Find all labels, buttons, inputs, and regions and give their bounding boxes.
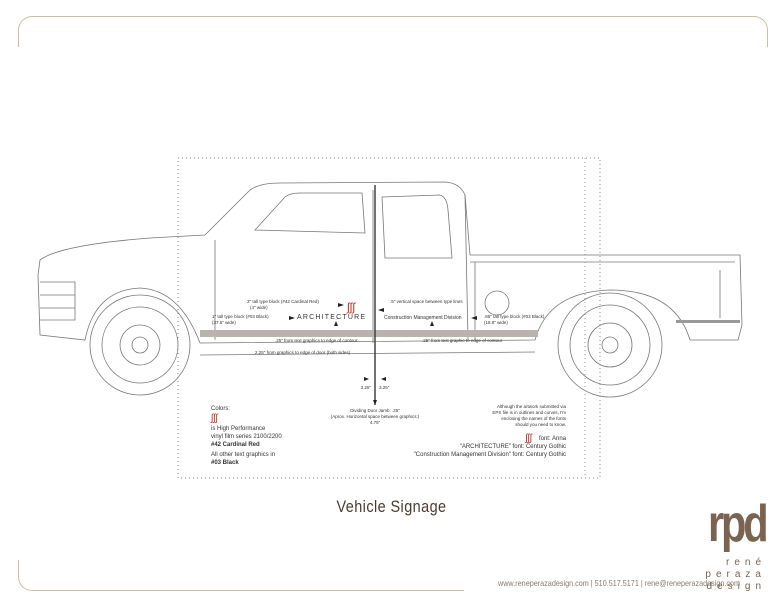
- font-name-line: "Construction Management Division" font:…: [414, 452, 566, 458]
- annotation: 1" tall type block (#03 Black): [212, 314, 269, 319]
- colors-note-line: is High Performance: [211, 426, 266, 432]
- architecture-graphic: ARCHITECTURE: [297, 314, 366, 321]
- red-icon-mark: ʃʃʃ: [524, 433, 532, 444]
- annotation: 4.75": [370, 420, 381, 425]
- logo-word: design: [706, 581, 766, 592]
- font-name-line: font: Anna: [539, 436, 567, 442]
- annotation: (18.8" wide): [484, 320, 508, 325]
- annotation: .25" from text graphics to edge of conto…: [275, 338, 358, 343]
- red-icon-mark: ʃʃʃ: [346, 300, 356, 314]
- truck-outline: [37, 181, 743, 398]
- colors-heading: Colors:: [211, 406, 230, 412]
- page-title: Vehicle Signage: [336, 497, 447, 516]
- logo-word: rené: [725, 557, 766, 568]
- body-stripe: [200, 330, 538, 337]
- cmd-graphic: Construction Management Division: [384, 315, 462, 321]
- annotation: .25" from text graphic to edge of contou…: [422, 338, 503, 343]
- annotation: .5" vertical space between type lines: [390, 299, 463, 304]
- colors-note-line: vinyl film series 2100/2200: [211, 434, 282, 440]
- annotation: (Aprox. Horizontal space between graphic…: [331, 414, 420, 419]
- annotation: 3.25": [379, 385, 390, 390]
- fonts-note-line: should you need to know.: [515, 422, 566, 427]
- annotation: 3.25": [361, 385, 372, 390]
- footer-contact[interactable]: www.reneperazadesign.com | 510.517.5171 …: [498, 578, 741, 588]
- body-stripe-rear: [676, 320, 740, 323]
- arrows: [289, 303, 477, 405]
- logo-word: peraza: [705, 569, 766, 580]
- annotation: Dividing Door Jamb: .25": [350, 408, 400, 413]
- colors-note-line: All other text graphics in: [211, 452, 275, 458]
- top-frame-line: [18, 16, 768, 47]
- fonts-note-line: enclosing the names of the fonts: [501, 416, 567, 421]
- annotation: 3" tall type block (#42 Cardinal Red): [247, 299, 319, 304]
- annotation: 2.25" from graphics to edge of door (bot…: [255, 350, 351, 355]
- color-black-name: #03 Black: [211, 460, 239, 466]
- red-icon-mark: ʃʃʃ: [210, 413, 218, 424]
- fonts-note-line: EPS file is in outlines and curves, I'm: [492, 410, 566, 415]
- logo-mark: rpd: [708, 495, 769, 553]
- color-red-name: #42 Cardinal Red: [211, 442, 260, 448]
- bottom-frame-line: [18, 560, 464, 591]
- annotation: (4" wide): [250, 305, 268, 310]
- dotted-frame: [177, 157, 601, 479]
- fonts-note-line: Although the artwork submitted via: [497, 404, 567, 409]
- annotation: .85" tall type block (#03 Black): [484, 314, 545, 319]
- font-name-line: "ARCHITECTURE" font: Century Gothic: [460, 444, 566, 450]
- annotation: (37.5" wide): [212, 320, 236, 325]
